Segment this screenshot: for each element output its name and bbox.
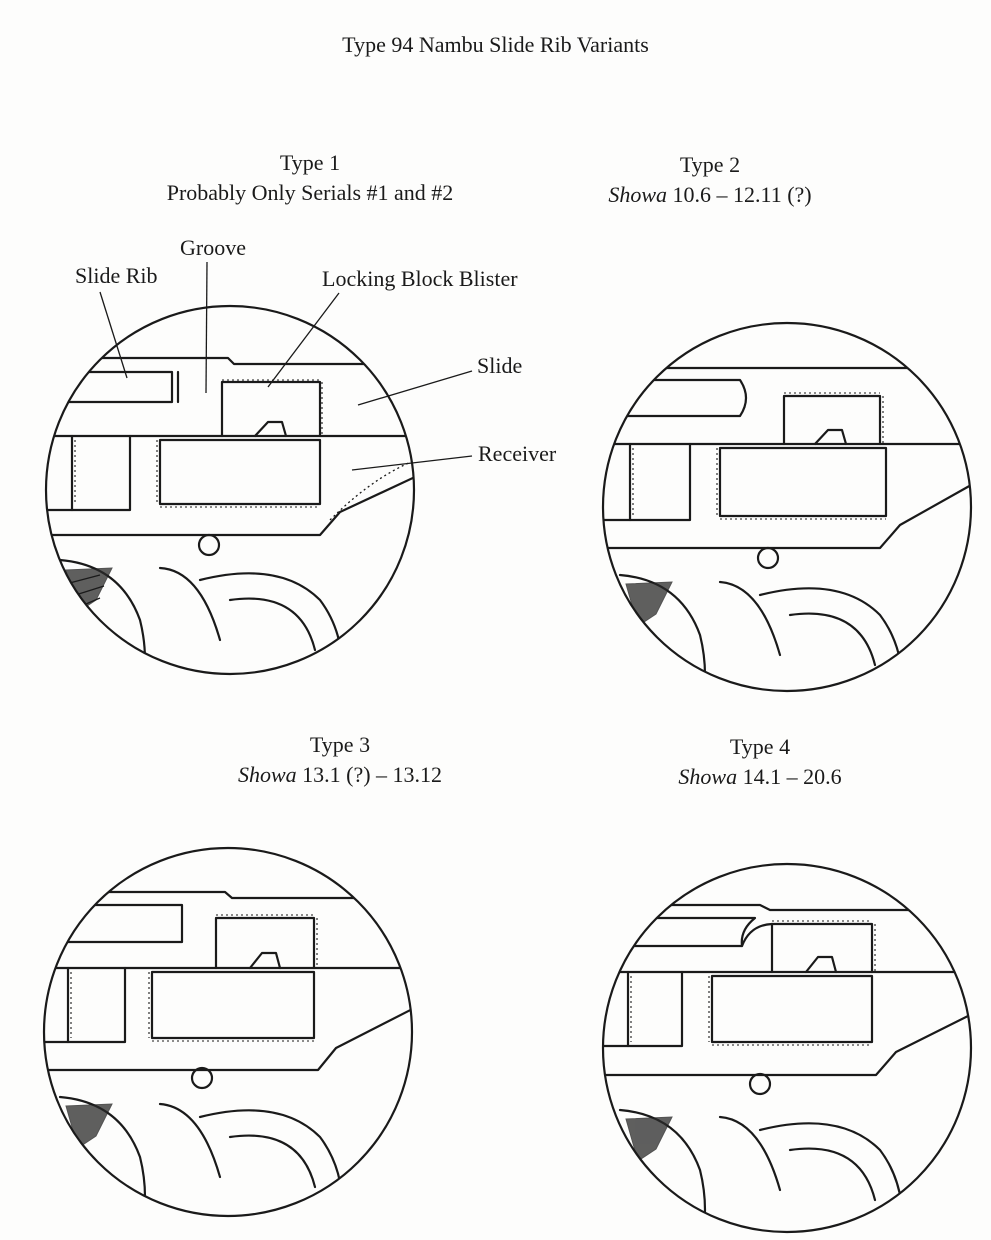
- leader-lines: [99, 261, 473, 471]
- caption-type-2-sub: Showa 10.6 – 12.11 (?): [540, 180, 880, 210]
- caption-type-3-sub: Showa 13.1 (?) – 13.12: [170, 760, 510, 790]
- leader-groove: [205, 261, 208, 394]
- callout-locking-block-blister: Locking Block Blister: [322, 266, 518, 291]
- caption-type-3: Type 3 Showa 13.1 (?) – 13.12: [170, 730, 510, 790]
- detail-circle-type-4: [601, 862, 973, 1234]
- detail-circle-type-1: [44, 304, 416, 676]
- callout-groove: Groove: [180, 235, 246, 260]
- caption-type-3-range: 13.1 (?) – 13.12: [302, 762, 443, 787]
- caption-type-2-era: Showa: [608, 182, 668, 207]
- caption-type-4: Type 4 Showa 14.1 – 20.6: [590, 732, 930, 792]
- callout-slide: Slide: [477, 353, 523, 378]
- detail-circle-outline-2: [601, 321, 973, 693]
- caption-type-1: Type 1 Probably Only Serials #1 and #2: [110, 148, 510, 208]
- caption-type-4-label: Type 4: [729, 734, 791, 759]
- figure-title: Type 94 Nambu Slide Rib Variants: [342, 32, 649, 57]
- leader-locking-block: [267, 292, 340, 388]
- caption-type-4-range: 14.1 – 20.6: [742, 764, 842, 789]
- detail-circle-type-3: [42, 846, 414, 1218]
- caption-type-2-label: Type 2: [679, 152, 741, 177]
- detail-circle-type-2: [601, 321, 973, 693]
- caption-type-2: Type 2 Showa 10.6 – 12.11 (?): [540, 150, 880, 210]
- callout-slide-rib: Slide Rib: [75, 263, 158, 288]
- caption-type-3-label: Type 3: [309, 732, 371, 757]
- callout-receiver: Receiver: [478, 441, 557, 466]
- caption-type-3-era: Showa: [237, 762, 297, 787]
- caption-type-1-label: Type 1: [279, 150, 341, 175]
- detail-circle-outline-4: [601, 862, 973, 1234]
- detail-circle-outline-1: [44, 304, 416, 676]
- caption-type-4-sub: Showa 14.1 – 20.6: [590, 762, 930, 792]
- caption-type-2-range: 10.6 – 12.11 (?): [672, 182, 812, 207]
- caption-type-1-range: Probably Only Serials #1 and #2: [166, 180, 454, 205]
- leader-slide-rib: [99, 291, 128, 379]
- caption-type-4-era: Showa: [678, 764, 738, 789]
- leader-slide: [357, 370, 473, 406]
- detail-circle-outline-3: [42, 846, 414, 1218]
